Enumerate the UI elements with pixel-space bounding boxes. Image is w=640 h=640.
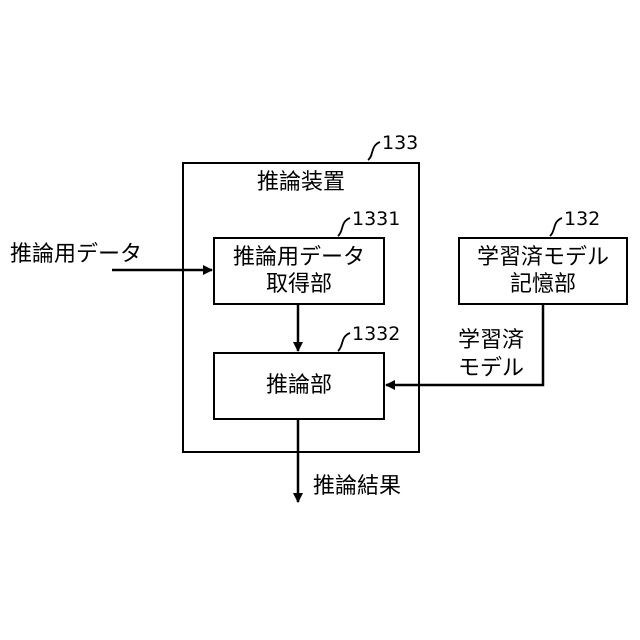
ref-leader-133: [368, 142, 380, 160]
ref-leader-132: [550, 218, 562, 236]
model-arrow-label-line2: モデル: [458, 356, 524, 382]
inference-unit-label: 推論部: [213, 373, 385, 399]
model-arrow-label-line1: 学習済: [458, 328, 524, 354]
output-label: 推論結果: [313, 474, 401, 500]
inference-device-ref: 133: [382, 132, 418, 154]
inference-unit-ref: 1332: [352, 323, 400, 345]
model-storage-unit-line1: 学習済モデル: [458, 245, 628, 271]
data-acquisition-unit-line1: 推論用データ: [213, 245, 385, 271]
inference-device-title: 推論装置: [182, 170, 420, 196]
model-storage-unit-ref: 132: [564, 208, 600, 230]
model-storage-unit-line2: 記憶部: [458, 272, 628, 298]
data-acquisition-unit-ref: 1331: [352, 208, 400, 230]
input-label: 推論用データ: [10, 242, 142, 268]
data-acquisition-unit-line2: 取得部: [213, 272, 385, 298]
